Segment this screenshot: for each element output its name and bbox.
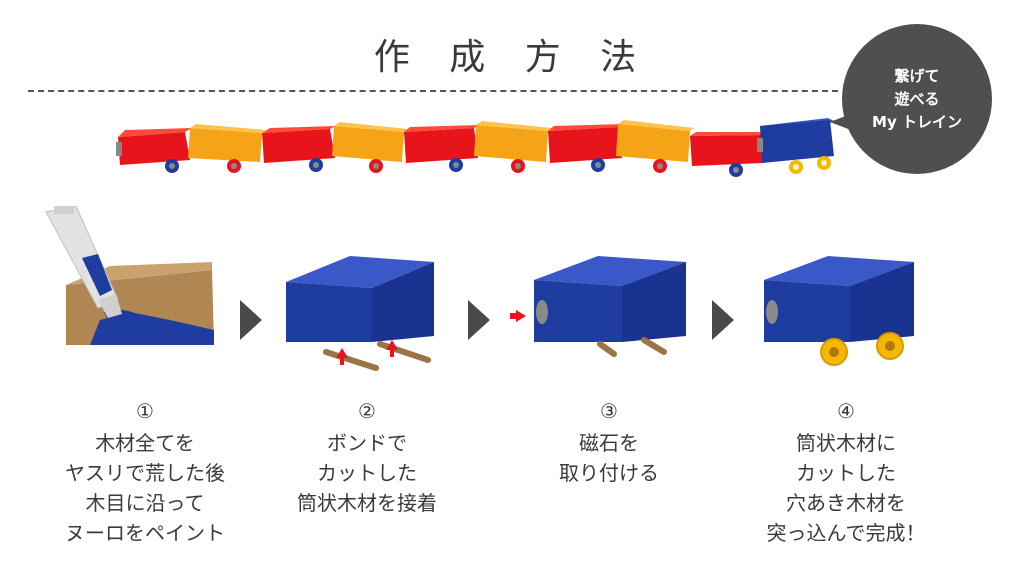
step-text-line: ヤスリで荒した後	[65, 461, 225, 485]
bubble-line-2: 遊べる	[894, 89, 940, 108]
speech-bubble: 繋げて 遊べる My トレイン	[842, 24, 992, 174]
step-text-line: 穴あき木材を	[786, 491, 906, 515]
train-car-red-1	[116, 128, 192, 173]
train-car-orange-1	[188, 124, 266, 173]
step-1: ① 木材全てを ヤスリで荒した後 木目に沿って ヌーロをペイント	[40, 396, 250, 548]
train-engine-blue	[757, 118, 836, 174]
train	[116, 118, 836, 177]
step1-illustration	[45, 205, 214, 345]
train-car-red-5	[690, 132, 768, 177]
step-arrow-3	[712, 300, 734, 340]
bubble-line-1: 繋げて	[894, 66, 940, 85]
step-number: ③	[600, 399, 618, 423]
step-text-line: カットした	[796, 461, 896, 485]
train-car-orange-4	[616, 120, 694, 173]
step3-illustration	[510, 256, 686, 357]
step-arrow-1	[240, 300, 262, 340]
step-text-line: 突っ込んで完成！	[766, 521, 926, 545]
bubble-line-3: My トレイン	[872, 112, 962, 131]
step-text-line: 筒状木材に	[796, 431, 896, 455]
step-text-line: 磁石を	[579, 431, 639, 455]
title-divider	[28, 90, 838, 92]
step-number: ④	[837, 399, 855, 423]
train-car-red-2	[262, 126, 336, 172]
step-text-line: ヌーロをペイント	[65, 521, 225, 545]
step-text-line: 木目に沿って	[85, 491, 205, 515]
train-car-red-4	[548, 124, 624, 172]
step-text-line: 取り付ける	[559, 461, 659, 485]
step4-illustration	[764, 256, 914, 366]
step2-illustration	[286, 256, 434, 371]
step-arrow-2	[468, 300, 490, 340]
step-text-line: 筒状木材を接着	[297, 491, 437, 515]
train-car-orange-3	[474, 121, 552, 173]
step-4: ④ 筒状木材に カットした 穴あき木材を 突っ込んで完成！	[736, 396, 956, 548]
step-number: ①	[136, 399, 154, 423]
page-title: 作 成 方 法	[373, 37, 651, 78]
step-2: ② ボンドで カットした 筒状木材を接着	[262, 396, 472, 518]
step-text-line: 木材全てを	[95, 431, 195, 455]
train-car-red-3	[404, 125, 480, 172]
step-text-line: ボンドで	[327, 431, 407, 455]
step-3: ③ 磁石を 取り付ける	[504, 396, 714, 488]
step-text-line: カットした	[317, 461, 417, 485]
train-car-orange-2	[332, 122, 408, 173]
step-number: ②	[358, 399, 376, 423]
